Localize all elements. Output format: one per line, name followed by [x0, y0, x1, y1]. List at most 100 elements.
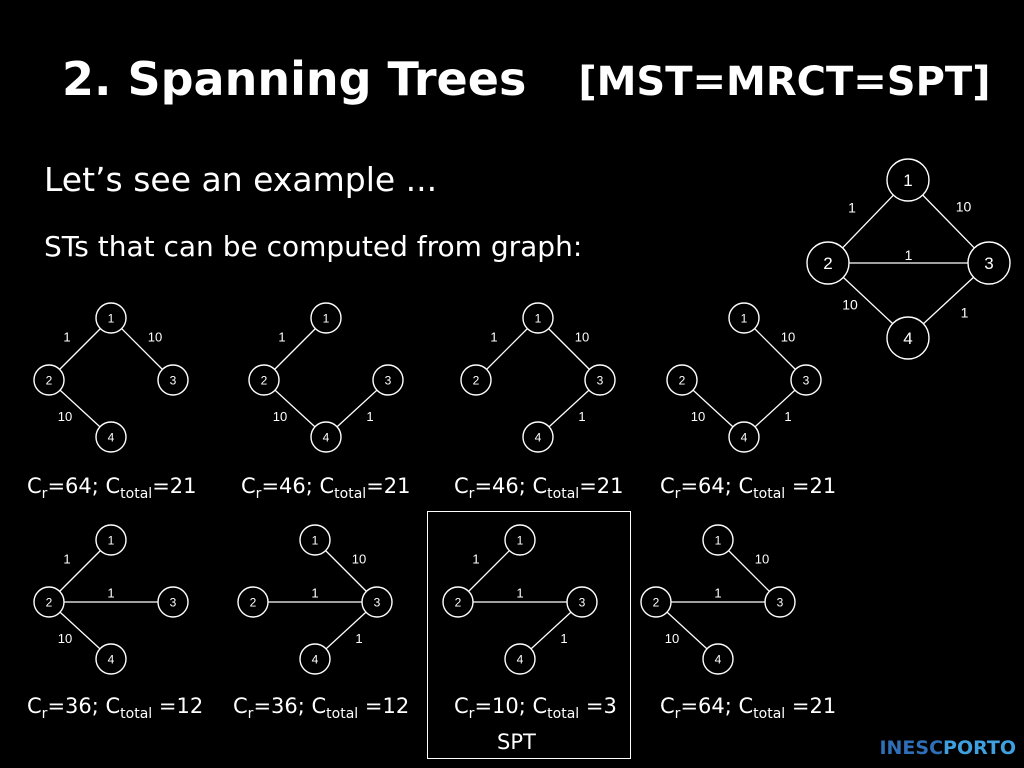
caption-cr-value: =64; C	[47, 474, 121, 498]
node-1-label: 1	[517, 534, 524, 548]
caption-c: C	[454, 474, 469, 498]
note-text: STs that can be computed from graph:	[44, 230, 583, 263]
caption-r-sub: r	[255, 486, 262, 502]
caption-r-sub: r	[41, 706, 48, 722]
node-2-label: 2	[823, 254, 832, 273]
caption-tree-1: Cr=64; Ctotal=21	[27, 474, 197, 502]
node-1-circle	[95, 524, 127, 556]
edge-weight-1-2: 1	[63, 330, 70, 345]
node-1-label: 1	[323, 312, 330, 326]
caption-ctotal-value: =21	[366, 474, 411, 498]
node-4-label: 4	[715, 653, 722, 667]
node-3-label: 3	[984, 254, 993, 273]
node-4-circle	[299, 643, 331, 675]
node-2-label: 2	[46, 596, 53, 610]
caption-tree-3: Cr=46; Ctotal=21	[454, 474, 624, 502]
node-4-circle	[504, 643, 536, 675]
caption-ctotal-value: =21	[785, 474, 837, 498]
node-2-label: 2	[653, 596, 660, 610]
node-2-label: 2	[473, 374, 480, 388]
node-3-label: 3	[597, 374, 604, 388]
caption-cr-value: =36; C	[253, 694, 327, 718]
caption-total-sub: total	[547, 486, 580, 502]
node-1-circle	[886, 158, 930, 202]
caption-total-sub: total	[753, 706, 786, 722]
edge-weight-1-2: 1	[472, 552, 479, 567]
logo-part2: PORTO	[943, 737, 1016, 759]
node-3-label: 3	[170, 596, 177, 610]
caption-total-sub: total	[334, 486, 367, 502]
edge-weight-2-4: 10	[58, 409, 72, 424]
node-1-label: 1	[715, 534, 722, 548]
node-2-circle	[237, 586, 269, 618]
edge-weight-3-4: 1	[961, 305, 969, 321]
node-4-label: 4	[741, 431, 748, 445]
edge-weight-2-4: 10	[842, 297, 858, 313]
node-1-label: 1	[312, 534, 319, 548]
node-1-circle	[310, 302, 342, 334]
caption-total-sub: total	[120, 486, 153, 502]
caption-ctotal-value: =12	[358, 694, 410, 718]
edge-weight-1-3: 10	[755, 552, 769, 567]
edge-weight-2-3: 1	[516, 586, 523, 601]
node-3-circle	[764, 586, 796, 618]
node-2-label: 2	[679, 374, 686, 388]
node-3-circle	[361, 586, 393, 618]
title-main: 2. Spanning Trees	[62, 52, 527, 106]
node-3-circle	[157, 586, 189, 618]
node-1-circle	[299, 524, 331, 556]
edge-weight-1-2: 1	[63, 552, 70, 567]
caption-cr-value: =46; C	[261, 474, 335, 498]
node-3-label: 3	[579, 596, 586, 610]
caption-cr-value: =64; C	[680, 694, 754, 718]
edge-weight-2-3: 1	[714, 586, 721, 601]
edge-weight-1-2: 1	[278, 330, 285, 345]
edge-weight-2-4: 10	[273, 409, 287, 424]
inescporto-logo: INESCPORTO	[879, 737, 1016, 759]
node-3-label: 3	[374, 596, 381, 610]
caption-c: C	[233, 694, 248, 718]
caption-c: C	[454, 694, 469, 718]
edge-weight-3-4: 1	[578, 409, 585, 424]
caption-tree-7: Cr=10; Ctotal =3	[454, 694, 617, 722]
caption-c: C	[27, 474, 42, 498]
caption-total-sub: total	[547, 706, 580, 722]
edge-weight-2-3: 1	[107, 586, 114, 601]
edge-weight-1-3: 10	[956, 199, 972, 215]
edge-weight-2-4: 10	[665, 631, 679, 646]
node-1-circle	[702, 524, 734, 556]
node-2-circle	[666, 364, 698, 396]
caption-ctotal-value: =12	[152, 694, 204, 718]
node-4-circle	[702, 643, 734, 675]
edge-weight-2-3: 1	[905, 247, 913, 263]
caption-r-sub: r	[674, 706, 681, 722]
node-3-label: 3	[803, 374, 810, 388]
caption-r-sub: r	[247, 706, 254, 722]
node-1-label: 1	[108, 534, 115, 548]
node-2-circle	[248, 364, 280, 396]
node-4-circle	[886, 316, 930, 360]
slide-title: 2. Spanning Trees [MST=MRCT=SPT]	[62, 52, 991, 106]
edge-weight-1-3: 10	[148, 330, 162, 345]
node-3-circle	[584, 364, 616, 396]
edge-weight-1-3: 10	[352, 552, 366, 567]
node-4-label: 4	[312, 653, 319, 667]
caption-r-sub: r	[674, 486, 681, 502]
edge-weight-1-3: 10	[575, 330, 589, 345]
node-1-circle	[504, 524, 536, 556]
caption-cr-value: =10; C	[474, 694, 548, 718]
caption-tree-2: Cr=46; Ctotal=21	[241, 474, 411, 502]
caption-cr-value: =64; C	[680, 474, 754, 498]
caption-c: C	[660, 474, 675, 498]
node-2-circle	[806, 241, 850, 285]
caption-total-sub: total	[753, 486, 786, 502]
spt-label: SPT	[497, 730, 536, 754]
title-subtitle: [MST=MRCT=SPT]	[578, 59, 991, 105]
node-2-circle	[33, 364, 65, 396]
